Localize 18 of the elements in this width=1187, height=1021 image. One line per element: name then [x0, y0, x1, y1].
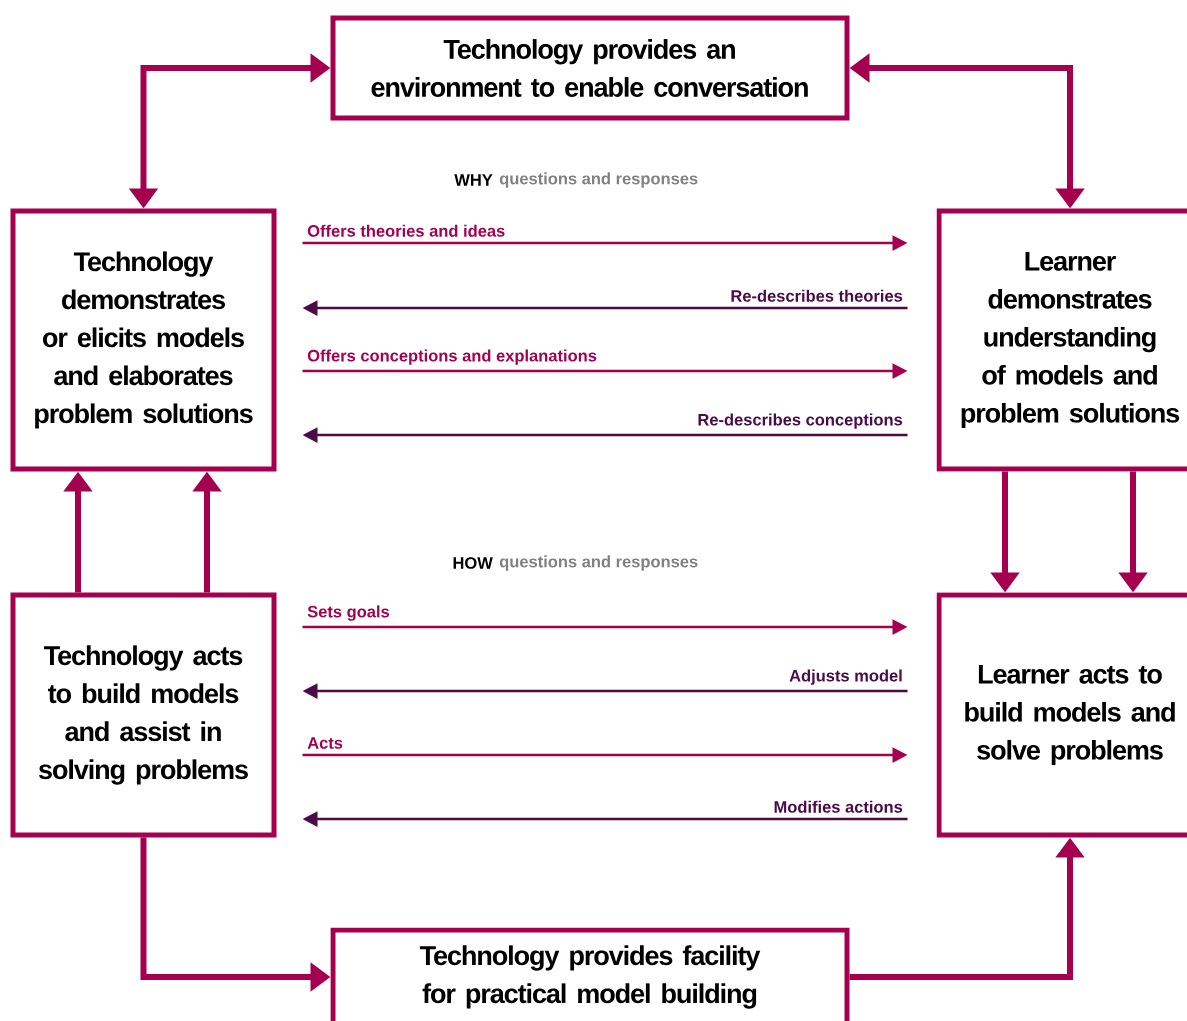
edge-label: Re-describes conceptions: [698, 413, 903, 429]
edge-label: Acts: [307, 737, 343, 749]
edge-label: Sets goals: [307, 605, 390, 621]
process-box: Learner demonstrates understanding of models and problem solutions: [936, 208, 1187, 472]
process-box: Technology demonstrates or elicits models and elaborates problem solutions: [10, 208, 277, 472]
process-box: Technology provides an environment to enable conversation: [330, 15, 850, 121]
process-box: Technology provides facility for practical model building: [330, 927, 850, 1021]
section-heading: WHY: [454, 174, 493, 186]
edge-label: Offers theories and ideas: [307, 224, 505, 237]
edge-label: Offers conceptions and explanations: [307, 349, 597, 365]
section-heading: questions and responses: [499, 555, 698, 571]
section-heading: questions and responses: [499, 172, 698, 188]
edge-label: Re-describes theories: [731, 289, 903, 302]
edge-label: Modifies actions: [774, 800, 903, 813]
process-box: Technology acts to build models and assist in solving problems: [10, 592, 277, 838]
edge-label: Adjusts model: [789, 669, 902, 685]
section-heading: HOW: [453, 557, 493, 569]
process-box: Learner acts to build models and solve problems: [936, 592, 1187, 838]
